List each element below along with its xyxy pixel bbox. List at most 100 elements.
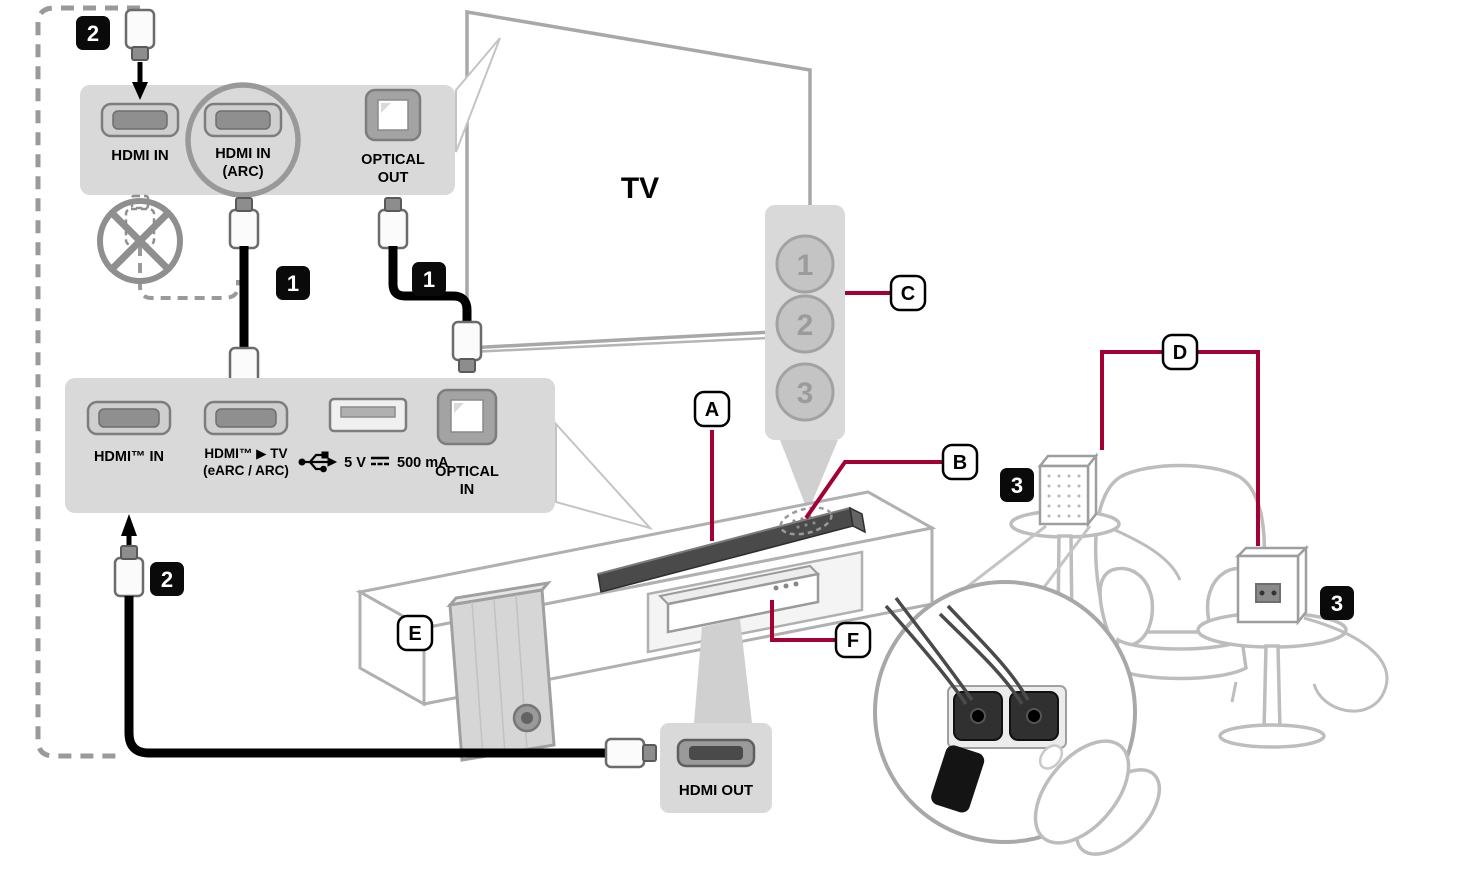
speaker-grille-dots [1047, 474, 1081, 518]
tv-input-3-number: 3 [797, 377, 814, 410]
chair-leg [1230, 681, 1238, 703]
hdmi-plug-icon [228, 196, 260, 250]
device-hdmi-out-label: HDMI OUT [679, 782, 753, 799]
callout-wedge-tv-inputs [780, 440, 838, 512]
hdmi-in-label: HDMI IN [111, 147, 169, 164]
rear-speaker-right-scene [1196, 544, 1389, 749]
step-badge [412, 262, 446, 296]
step-badge-number: 2 [87, 21, 99, 46]
soundbar-hdmi-arc-label-line1: HDMI™ ▶ TV [204, 446, 287, 461]
prohibited-x-line-2 [108, 209, 172, 273]
side-table-base [1218, 723, 1326, 749]
prohibited-circle-icon [97, 198, 183, 284]
step-badge-number: 1 [423, 267, 435, 292]
arc-port-highlight-ring [185, 82, 301, 198]
callout-badge-e [396, 614, 434, 652]
usb-icon [298, 451, 338, 473]
optical-in-label-line1: OPTICAL [435, 464, 499, 480]
speaker-wires [884, 596, 1030, 705]
up-arrow-icon [121, 514, 137, 536]
optical-plug-icon [451, 320, 483, 374]
side-table-pedestal [1262, 644, 1282, 732]
down-arrow-icon [132, 82, 148, 100]
hdmi-plug-icon [124, 8, 156, 62]
soundbar-end-cap [849, 506, 866, 534]
soundbar-hdmi-in-port [86, 400, 172, 436]
device-hdmi-cable: 2 [113, 514, 658, 769]
device-hdmi-out-port [676, 738, 756, 768]
usb-label-current: 500 mA [397, 455, 449, 471]
callout-badge-f [834, 621, 872, 659]
rear-speaker-right [1234, 544, 1310, 626]
callout-line-f [770, 600, 836, 642]
tv-input-1-number: 1 [797, 249, 814, 282]
optical-plug-icon [377, 196, 409, 250]
hdmi-in-arc-label-line2: (ARC) [222, 164, 263, 180]
tv-label: TV [621, 172, 659, 205]
step-badge [276, 266, 310, 300]
rear-speaker-left [1037, 452, 1099, 528]
callout-wedge-device [694, 619, 752, 723]
step-badge-number: 1 [287, 271, 299, 296]
callout-letter-f: F [847, 630, 859, 652]
soundbar-right-zone-dashed-circle [779, 506, 833, 536]
subwoofer-front [448, 588, 556, 762]
step-badge [150, 562, 184, 596]
callout-badge-c [889, 274, 927, 312]
usb-label-volts: 5 V [344, 455, 366, 471]
hdmi-in-port [100, 102, 180, 138]
step-badge [1000, 468, 1034, 502]
step2-tv-hdmi-in: 2 [76, 8, 156, 100]
step-badge-number: 2 [161, 567, 173, 592]
pressing-finger [1033, 739, 1162, 856]
settop-box [657, 564, 821, 634]
optical-in-label-line2: IN [460, 482, 475, 498]
optical-out-label-line1: OPTICAL [361, 152, 425, 168]
callout-letter-b: B [953, 452, 967, 474]
tv-input-2-number: 2 [797, 309, 814, 342]
not-allowed-connection [97, 194, 183, 284]
callout-badge-a [693, 390, 731, 428]
optical-in-port [436, 388, 498, 446]
soundbar-zone-dots [792, 515, 816, 529]
wire-connection-magnifier [873, 524, 1162, 856]
tv-input-2 [775, 294, 835, 354]
hdmi-plug-icon [604, 737, 658, 769]
chair-seat [1112, 637, 1248, 681]
hdmi-in-arc-port [203, 102, 283, 138]
callout-badge-b [941, 443, 979, 481]
speaker-terminal-plate [1255, 583, 1281, 603]
callout-letter-d: D [1173, 342, 1187, 364]
optical-out-port [364, 88, 422, 142]
callout-letter-c: C [901, 283, 915, 305]
usb-port [328, 397, 408, 433]
hdmi-in-arc-label-line1: HDMI IN [215, 146, 271, 162]
wire-boot [931, 745, 985, 813]
step-badge-number: 3 [1331, 591, 1343, 616]
callout-wedge-tv-ports [455, 37, 501, 153]
tv-ports-panel: HDMI IN HDMI IN (ARC) OPTICAL OUT [80, 82, 455, 198]
subwoofer [446, 580, 556, 762]
device-hdmi-out-panel: HDMI OUT [660, 619, 772, 813]
callout-line-b [804, 460, 943, 520]
hdmi-cable-dashed-route [35, 5, 140, 759]
magnifier-wedge-line [1040, 525, 1092, 591]
step-badge [76, 16, 110, 50]
tv-stand-line [469, 334, 811, 354]
tv-input-1 [775, 234, 835, 294]
speaker-wire [1303, 616, 1389, 713]
step-badge-number: 3 [1011, 473, 1023, 498]
tv-input-3 [775, 362, 835, 422]
soundbar-hdmi-arc-port [203, 400, 289, 436]
callout-wedge-soundbar-ports [555, 421, 654, 530]
callout-letter-a: A [705, 399, 719, 421]
tv-inputs-panel: 1 2 3 C [765, 205, 927, 512]
soundbar-ports-panel: HDMI™ IN HDMI™ ▶ TV (eARC / ARC) 5 V 500… [65, 378, 555, 513]
fingernail [1038, 744, 1064, 770]
soundbar-hdmi-in-label: HDMI™ IN [94, 449, 164, 465]
device-panel-bg [660, 723, 772, 813]
step-badge [1320, 586, 1354, 620]
hdmi-plug-icon [113, 544, 145, 598]
callout-letter-e: E [408, 623, 421, 645]
